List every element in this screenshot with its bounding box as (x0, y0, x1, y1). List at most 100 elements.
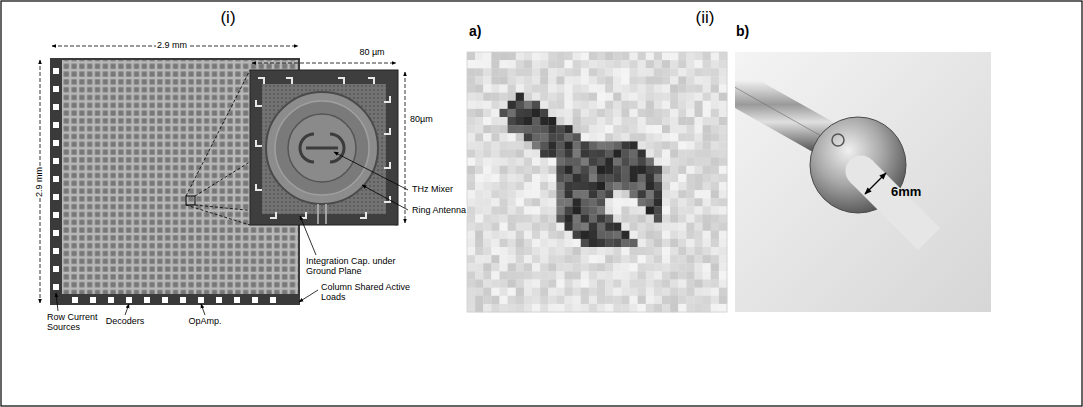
thz-pixel (516, 271, 524, 279)
thz-pixel (670, 198, 678, 206)
thz-pixel (589, 280, 597, 288)
thz-pixel (516, 182, 524, 190)
thz-pixel (483, 215, 491, 223)
thz-pixel (556, 76, 564, 84)
thz-pixel (646, 68, 654, 76)
thz-pixel (630, 255, 638, 263)
thz-pixel (678, 280, 686, 288)
thz-pixel (508, 190, 516, 198)
thz-pixel (565, 109, 573, 117)
thz-pixel (719, 117, 727, 125)
thz-pixel (532, 52, 540, 60)
thz-pixel (703, 190, 711, 198)
thz-pixel (483, 247, 491, 255)
thz-pixel (475, 198, 483, 206)
thz-pixel (703, 223, 711, 231)
thz-pixel (711, 255, 719, 263)
thz-pixel (532, 68, 540, 76)
thz-pixel (540, 76, 548, 84)
thz-pixel (670, 52, 678, 60)
thz-pixel (548, 101, 556, 109)
thz-pixel (654, 255, 662, 263)
thz-pixel (686, 101, 694, 109)
thz-pixel (711, 288, 719, 296)
thz-pixel (524, 247, 532, 255)
thz-pixel (662, 141, 670, 149)
thz-pixel (646, 158, 654, 166)
thz-pixel (646, 296, 654, 304)
thz-pixel (475, 304, 483, 312)
thz-pixel (540, 117, 548, 125)
thz-pixel (605, 255, 613, 263)
thz-pixel (467, 239, 475, 247)
thz-pixel (686, 190, 694, 198)
thz-pixel (678, 117, 686, 125)
thz-pixel (467, 304, 475, 312)
thz-pixel (678, 215, 686, 223)
thz-pixel (695, 215, 703, 223)
thz-pixel (711, 296, 719, 304)
thz-pixel (719, 263, 727, 271)
thz-pixel (589, 215, 597, 223)
thz-pixel (711, 182, 719, 190)
thz-pixel (695, 255, 703, 263)
thz-pixel (678, 76, 686, 84)
thz-pixel (703, 109, 711, 117)
thz-pixel (662, 263, 670, 271)
thz-pixel (638, 296, 646, 304)
thz-pixel (573, 76, 581, 84)
thz-pixel (630, 198, 638, 206)
thz-pixel (654, 271, 662, 279)
thz-pixel (532, 239, 540, 247)
thz-pixel (581, 255, 589, 263)
thz-pixel (613, 263, 621, 271)
thz-pixel (597, 150, 605, 158)
thz-pixel (638, 288, 646, 296)
thz-pixel (597, 215, 605, 223)
thz-pixel (719, 52, 727, 60)
thz-pixel (508, 223, 516, 231)
thz-pixel (491, 190, 499, 198)
thz-pixel (500, 206, 508, 214)
thz-pixel (695, 271, 703, 279)
thz-pixel (621, 255, 629, 263)
thz-pixel (695, 60, 703, 68)
thz-pixel (475, 141, 483, 149)
thz-pixel (719, 125, 727, 133)
thz-pixel (516, 101, 524, 109)
thz-pixel (500, 190, 508, 198)
thz-pixel (581, 109, 589, 117)
thz-pixel (695, 174, 703, 182)
thz-pixel (597, 190, 605, 198)
thz-pixel (630, 52, 638, 60)
thz-pixel (573, 166, 581, 174)
thz-pixel (605, 239, 613, 247)
thz-pixel (613, 60, 621, 68)
thz-pixel (605, 296, 613, 304)
thz-pixel (483, 174, 491, 182)
thz-pixel (565, 101, 573, 109)
thz-pixel (638, 174, 646, 182)
thz-pixel (483, 68, 491, 76)
thz-pixel (573, 150, 581, 158)
thz-pixel (475, 125, 483, 133)
thz-pixel (573, 239, 581, 247)
thz-pixel (524, 60, 532, 68)
thz-pixel (630, 223, 638, 231)
thz-pixel (686, 141, 694, 149)
thz-pixel (711, 125, 719, 133)
thz-pixel (638, 76, 646, 84)
thz-pixel (630, 166, 638, 174)
thz-pixel (695, 117, 703, 125)
thz-pixel (491, 93, 499, 101)
thz-pixel (670, 255, 678, 263)
part-label: THz Mixer (411, 185, 454, 195)
thz-pixel (475, 60, 483, 68)
thz-pixel (483, 296, 491, 304)
thz-pixel (548, 141, 556, 149)
thz-pixel (573, 68, 581, 76)
thz-pixel (573, 231, 581, 239)
thz-pixel (483, 76, 491, 84)
thz-pixel (589, 271, 597, 279)
thz-pixel (524, 85, 532, 93)
